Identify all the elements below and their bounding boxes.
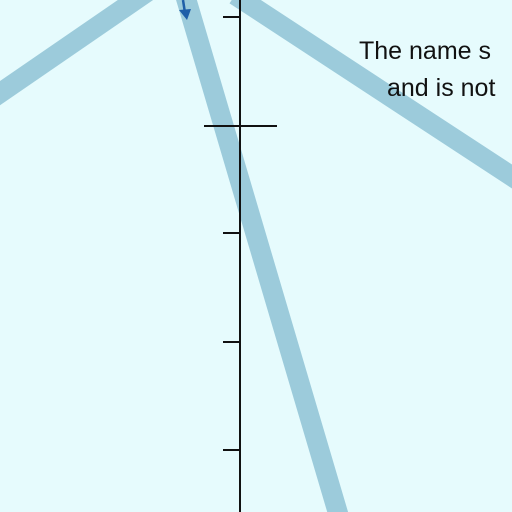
- caption-line-1: The name s: [359, 37, 492, 65]
- caption-line-2: and is not: [387, 74, 496, 102]
- arrow-down-icon: [179, 0, 191, 20]
- band-steep-diagonal: [176, 0, 349, 512]
- band-right-diagonal: [229, 0, 512, 189]
- band-left-upper: [0, 0, 154, 106]
